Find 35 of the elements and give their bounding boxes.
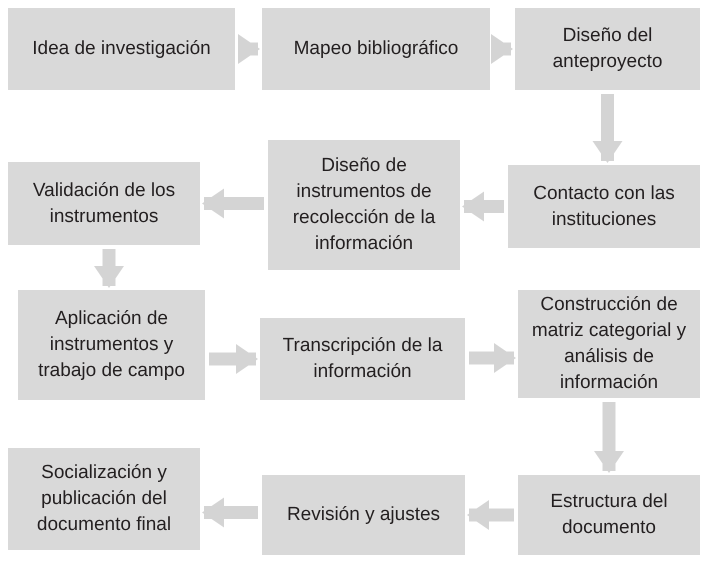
arrow: [491, 34, 513, 64]
arrow: [202, 498, 258, 528]
process-box: [508, 165, 700, 248]
step-label: Estructura del documento: [549, 490, 669, 540]
step-label: Validación de los instrumentos: [32, 178, 176, 228]
arrow: [238, 34, 260, 64]
arrow: [209, 344, 258, 374]
arrow: [469, 343, 516, 373]
process-box: [262, 8, 490, 90]
step-label: Revisión y ajustes: [286, 503, 440, 527]
process-box: [268, 140, 460, 270]
process-box: [260, 318, 465, 400]
process-box: [262, 475, 465, 555]
arrow: [594, 402, 624, 473]
process-box: [518, 475, 700, 555]
arrow: [467, 500, 514, 530]
step-label: Diseño de instrumentos de recolección de la información: [292, 154, 436, 256]
step-label: Diseño del anteproyecto: [552, 24, 664, 74]
step-label: Transcripción de la información: [282, 334, 444, 384]
process-box: [18, 290, 205, 400]
arrow: [94, 249, 124, 288]
step-label: Idea de investigación: [32, 37, 211, 61]
step-label: Construcción de matriz categorial y análisis de información: [530, 293, 688, 395]
process-box: [518, 290, 700, 398]
arrow: [202, 188, 264, 218]
step-label: Socialización y publicación del documento final: [36, 461, 172, 537]
step-label: Aplicación de instrumentos y trabajo de campo: [37, 307, 186, 383]
process-box: [8, 448, 200, 550]
step-label: Contacto con las instituciones: [532, 182, 676, 232]
step-label: Mapeo bibliográfico: [294, 37, 458, 61]
arrow: [462, 192, 504, 222]
arrow: [592, 94, 622, 163]
process-box: [515, 8, 700, 90]
process-box: [8, 162, 200, 245]
process-box: [8, 8, 235, 90]
